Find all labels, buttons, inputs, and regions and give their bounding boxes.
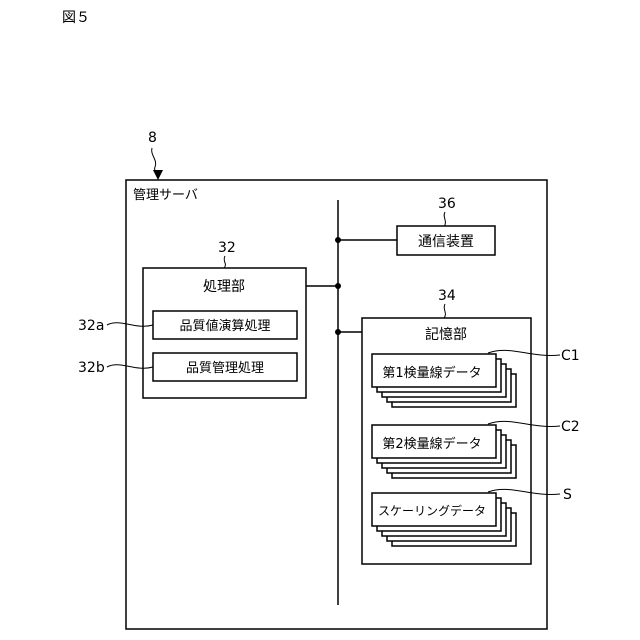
- processing-ref-leader: [224, 256, 225, 268]
- processing-ref: 32: [218, 240, 236, 256]
- storage-ref: 34: [438, 288, 456, 304]
- storage-item-label-s: スケーリングデータ: [378, 503, 486, 518]
- server-label: 管理サーバ: [133, 188, 198, 203]
- storage-item-label-c1: 第1検量線データ: [382, 365, 481, 381]
- storage-item-ref-c2: C2: [561, 419, 580, 435]
- data-stack-s: [372, 493, 516, 546]
- server-ref: 8: [148, 130, 157, 146]
- storage-item-label-c2: 第2検量線データ: [382, 436, 481, 452]
- processing-item-label-32b: 品質管理処理: [186, 361, 264, 376]
- communication-ref: 36: [438, 196, 456, 212]
- server-ref-arrowhead: [153, 170, 163, 180]
- communication-label: 通信装置: [418, 234, 474, 250]
- processing-label: 処理部: [203, 279, 245, 295]
- communication-ref-leader: [444, 212, 445, 227]
- figure-label: 図５: [62, 10, 90, 26]
- storage-label: 記憶部: [425, 326, 467, 343]
- storage-item-ref-s: S: [563, 487, 572, 503]
- storage-item-ref-c1: C1: [561, 348, 580, 364]
- processing-item-label-32a: 品質値演算処理: [179, 318, 270, 334]
- processing-item-ref-32a: 32a: [78, 318, 104, 334]
- storage-ref-leader: [444, 304, 445, 318]
- processing-item-ref-32b: 32b: [78, 360, 105, 376]
